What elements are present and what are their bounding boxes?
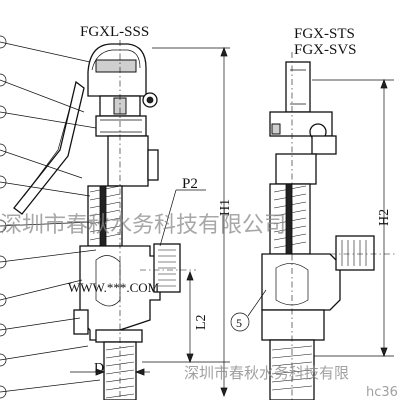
watermark-corner: hc36 xyxy=(366,385,398,400)
right-dimensions xyxy=(230,78,394,358)
left-port-label: P2 xyxy=(182,176,198,192)
right-model-label-2: FGX-SVS xyxy=(294,42,357,58)
right-callout-number: 5 xyxy=(236,316,242,330)
right-model-label-1: FGX-STS xyxy=(294,26,355,42)
right-outlet xyxy=(335,235,375,271)
left-dimensions xyxy=(70,46,230,398)
left-leader-lines xyxy=(0,35,101,399)
right-body xyxy=(261,253,341,311)
right-height-dimension: H2 xyxy=(377,209,392,226)
left-diameter-dimension: D xyxy=(94,361,104,376)
right-cap xyxy=(285,61,311,113)
watermark-bottom: 深圳市春秋水务科技有限 xyxy=(184,364,349,382)
right-callout-circle xyxy=(230,312,250,332)
left-length-dimension: L2 xyxy=(194,314,209,330)
left-cap-inner xyxy=(95,59,137,73)
left-height-dimension: H1 xyxy=(218,199,233,216)
left-model-label: FGXL-SSS xyxy=(80,24,149,40)
right-valve xyxy=(261,52,396,400)
watermark-main: 深圳市春秋水务科技有限公司 xyxy=(0,213,286,238)
left-valve xyxy=(13,40,196,400)
website-label: WWW.***.COM xyxy=(68,280,160,295)
left-lever xyxy=(13,80,85,215)
left-bonnet xyxy=(107,135,149,187)
